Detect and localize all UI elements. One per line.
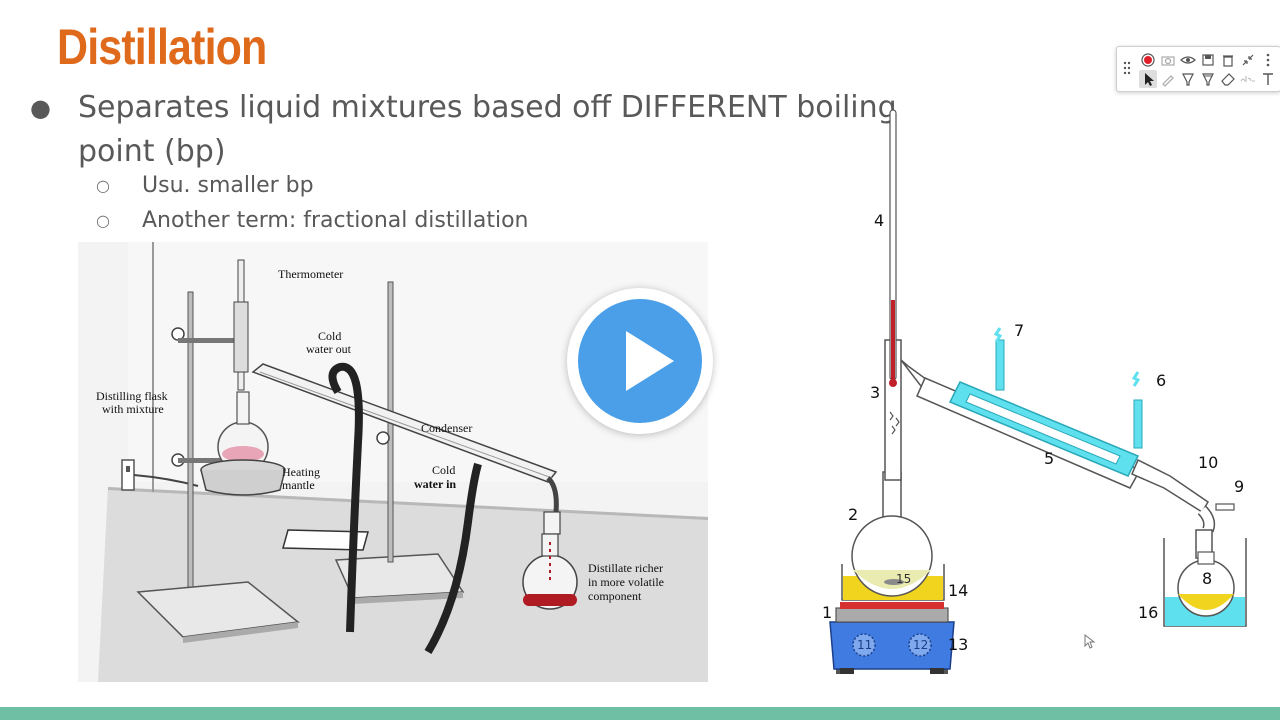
main-bullet-text: Separates liquid mixtures based off DIFF… (78, 90, 897, 169)
label-14: 14 (948, 581, 968, 600)
label-3: 3 (870, 383, 880, 402)
collapse-icon[interactable] (1239, 51, 1257, 69)
distillate-label-3: component (588, 589, 642, 603)
heating-mantle-label-2: mantle (282, 478, 315, 492)
label-8: 8 (1202, 569, 1212, 588)
label-4: 4 (874, 211, 884, 230)
save-icon[interactable] (1199, 51, 1217, 69)
distilling-flask-label: Distilling flask (96, 389, 168, 403)
distillation-apparatus-illustration: Thermometer Cold water out Distilling fl… (78, 242, 708, 682)
distillate-label: Distillate richer (588, 561, 663, 575)
pointer-icon[interactable] (1139, 70, 1157, 88)
label-9: 9 (1234, 477, 1244, 496)
play-icon (626, 331, 674, 391)
play-button-ring (567, 288, 713, 434)
cold-water-out-label: Cold (318, 329, 341, 343)
bottom-accent-bar (0, 707, 1280, 720)
sub-bullet-text: Another term: fractional distillation (142, 208, 529, 233)
distilling-flask-label-2: with mixture (102, 402, 164, 416)
sub-bullet-ring: ○ (96, 176, 110, 195)
label-6: 6 (1156, 371, 1166, 390)
condenser-label: Condenser (421, 421, 472, 435)
label-16: 16 (1138, 603, 1158, 622)
label-1: 1 (822, 603, 832, 622)
label-11: 11 (857, 638, 872, 652)
trash-icon[interactable] (1219, 51, 1237, 69)
highlighter2-icon[interactable] (1199, 70, 1217, 88)
ocr-icon[interactable] (1239, 70, 1257, 88)
more-icon[interactable] (1259, 51, 1277, 69)
distillation-diagram: 1 2 3 4 5 6 7 8 9 10 13 14 16 11 12 15 (822, 109, 1247, 674)
label-7: 7 (1014, 321, 1024, 340)
play-button[interactable] (578, 299, 702, 423)
label-2: 2 (848, 505, 858, 524)
bullet-dot: ● (30, 94, 51, 122)
cold-water-in-label: Cold (432, 463, 455, 477)
highlighter-icon[interactable] (1179, 70, 1197, 88)
distillate-label-2: in more volatile (588, 575, 664, 589)
eraser-icon[interactable] (1219, 70, 1237, 88)
thermometer-label: Thermometer (278, 267, 343, 281)
sub-bullet-ring: ○ (96, 211, 110, 230)
cold-water-out-label-2: water out (306, 342, 352, 356)
slide-title: Distillation (57, 19, 267, 75)
cold-water-in-label-2: water in (414, 477, 456, 491)
camera-icon[interactable] (1159, 51, 1177, 69)
label-13: 13 (948, 635, 968, 654)
eye-icon[interactable] (1179, 51, 1197, 69)
label-12: 12 (913, 638, 928, 652)
mouse-cursor-icon (1084, 634, 1096, 649)
label-5: 5 (1044, 449, 1054, 468)
label-10: 10 (1198, 453, 1218, 472)
heating-mantle-label: Heating (282, 465, 320, 479)
record-icon[interactable] (1139, 51, 1157, 69)
annotation-toolbar (1116, 46, 1280, 92)
text-icon[interactable] (1259, 70, 1277, 88)
label-15: 15 (896, 572, 911, 586)
pen-icon[interactable] (1159, 70, 1177, 88)
sub-bullet-text: Usu. smaller bp (142, 173, 314, 198)
grip-icon[interactable] (1123, 60, 1133, 78)
